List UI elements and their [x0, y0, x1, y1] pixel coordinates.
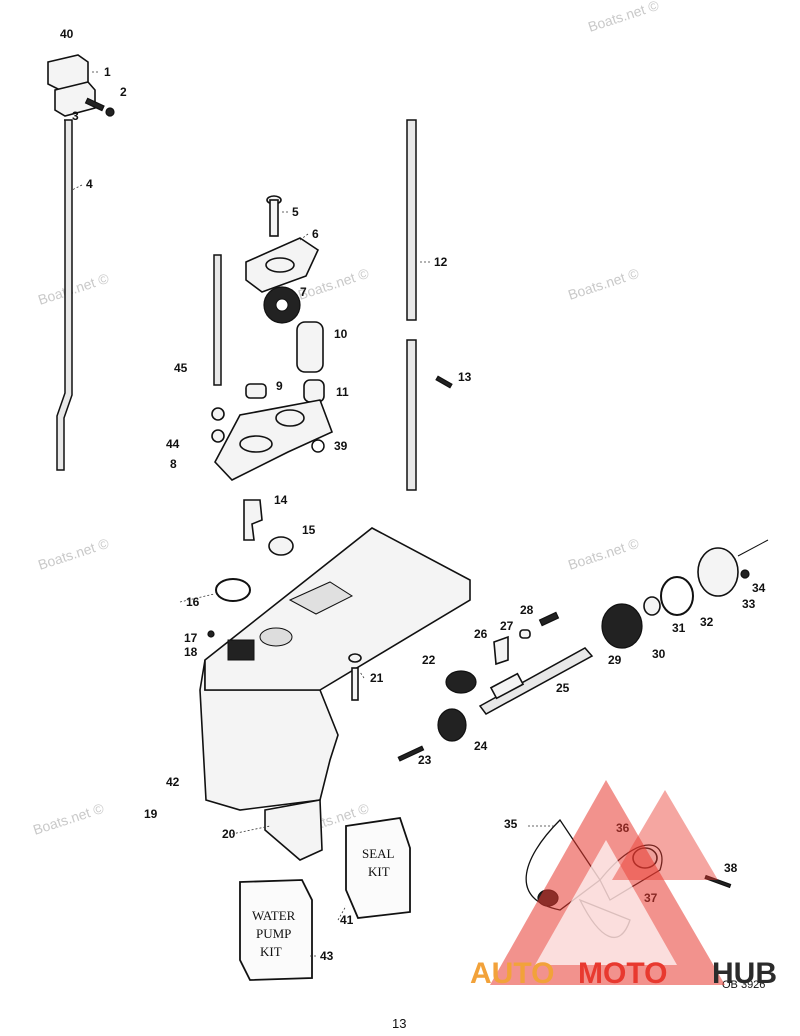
callout-label: 7	[300, 285, 307, 299]
callout-label: 38	[724, 861, 738, 875]
propeller-shaft	[478, 647, 594, 715]
driveshaft-lower	[406, 339, 417, 491]
callout-label: 22	[422, 653, 436, 667]
callout-label: 15	[302, 523, 316, 537]
leader-lines	[71, 71, 556, 957]
brand-moto: MOTO	[578, 957, 667, 990]
watermarks: Boats.net © Boats.net © Boats.net © Boat…	[31, 0, 661, 838]
callout-label: 8	[170, 457, 177, 471]
shift-rod	[56, 119, 73, 471]
callout-label: 26	[474, 627, 488, 641]
housing-o-ring	[215, 578, 251, 602]
callout-label: 27	[500, 619, 514, 633]
callout-label: 3	[72, 109, 79, 123]
callout-label: 25	[556, 681, 570, 695]
callout-label: 33	[742, 597, 756, 611]
callout-label: 18	[184, 645, 198, 659]
callout-label: 17	[184, 631, 198, 645]
callout-label: 1	[104, 65, 111, 79]
drawing-code: OB 3926	[722, 979, 765, 991]
callout-label: 41	[340, 913, 354, 927]
callout-label: 14	[274, 493, 288, 507]
automotohub-logo: AUTO MOTO HUB	[470, 780, 777, 990]
forward-gear	[437, 708, 467, 742]
callout-label: 32	[700, 615, 714, 629]
callout-label: 39	[334, 439, 348, 453]
callout-label: 6	[312, 227, 319, 241]
watermark: Boats.net ©	[36, 535, 111, 573]
callout-label: 12	[434, 255, 448, 269]
seal-kit-box: SEAL KIT	[345, 816, 411, 919]
pump-housing	[214, 399, 334, 481]
screw	[266, 195, 282, 237]
callout-label: 40	[60, 27, 74, 41]
callout-label: 30	[652, 647, 666, 661]
callout-label: 16	[186, 595, 200, 609]
watermark: Boats.net ©	[566, 265, 641, 303]
callout-label: 5	[292, 205, 299, 219]
callout-label: 45	[174, 361, 188, 375]
watermark: Boats.net ©	[31, 800, 106, 838]
callout-label: 29	[608, 653, 622, 667]
callout-label: 20	[222, 827, 236, 841]
callout-label: 44	[166, 437, 180, 451]
grommet	[303, 379, 325, 403]
callout-label: 21	[370, 671, 384, 685]
bushing	[268, 536, 294, 556]
water-tube	[296, 321, 324, 373]
o-ring	[311, 439, 325, 453]
water-pump-kit-label: KIT	[260, 944, 282, 959]
callout-label: 10	[334, 327, 348, 341]
seal-kit-label: SEAL	[362, 846, 395, 861]
pinion-gear	[445, 670, 477, 694]
callout-label: 4	[86, 177, 93, 191]
brand-hub: HUB	[712, 957, 777, 990]
callout-label: 43	[320, 949, 334, 963]
stud	[213, 254, 222, 386]
callout-label: 23	[418, 753, 432, 767]
watermark: Boats.net ©	[36, 270, 111, 308]
driveshaft-upper	[406, 119, 417, 321]
callout-label: 42	[166, 775, 180, 789]
bolt	[348, 653, 362, 701]
callout-label: 24	[474, 739, 488, 753]
gearcase-housing	[199, 527, 471, 861]
watermark: Boats.net ©	[566, 535, 641, 573]
shift-clamp	[47, 54, 115, 117]
page-number: 13	[392, 1016, 406, 1031]
water-pump-kit-box: WATER PUMP KIT	[239, 879, 313, 981]
impeller	[263, 286, 301, 324]
bearing-o-ring	[660, 576, 694, 616]
callout-label: 9	[276, 379, 283, 393]
watermark: Boats.net ©	[586, 0, 661, 35]
callout-label: 35	[504, 817, 518, 831]
callout-label: 11	[336, 385, 349, 399]
callout-label: 13	[458, 370, 472, 384]
shift-lever	[243, 499, 263, 541]
callout-label: 31	[672, 621, 686, 635]
callout-label: 19	[144, 807, 158, 821]
bearing-carrier	[697, 547, 739, 597]
callout-label: 28	[520, 603, 534, 617]
callout-label: 2	[120, 85, 127, 99]
water-pump-kit-label: WATER	[252, 908, 296, 923]
callout-label: 34	[752, 581, 766, 595]
brand-auto: AUTO	[470, 957, 554, 990]
reverse-gear	[601, 603, 643, 649]
seal-kit-label: KIT	[368, 864, 390, 879]
water-pump-kit-label: PUMP	[256, 926, 291, 941]
